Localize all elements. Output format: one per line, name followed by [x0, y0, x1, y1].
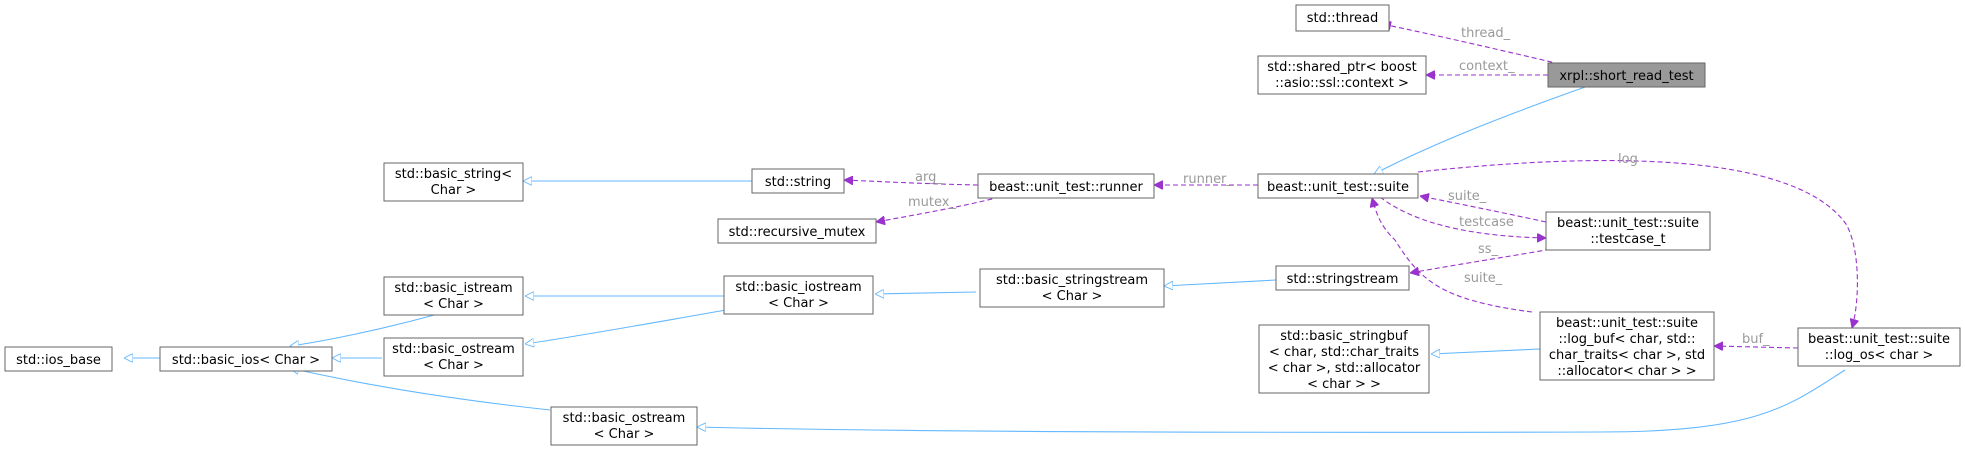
node-ios-base[interactable]: std::ios_base	[4, 346, 113, 372]
edge-runner-string	[844, 180, 979, 186]
node-label: std::basic_stringstream	[996, 273, 1148, 288]
edge-label-runner: runner_	[1183, 172, 1233, 187]
edge-iostream-ostream	[525, 309, 727, 344]
edge-label-mutex: mutex_	[908, 195, 956, 210]
node-label: < Char >	[1042, 289, 1103, 304]
node-label: < char, std::char_traits	[1269, 345, 1419, 360]
edge-label-ss: ss_	[1478, 242, 1499, 257]
node-label: beast::unit_test::suite	[1267, 180, 1409, 195]
node-label: < Char >	[768, 296, 829, 311]
edge-thread	[1382, 24, 1561, 65]
edge-basic-stringstream-iostream	[875, 292, 977, 294]
edge-label-suite-lower: suite_	[1464, 271, 1503, 286]
node-label: ::asio::ssl::context >	[1275, 76, 1409, 91]
edge-ostream-bottom-basic-ios	[290, 368, 551, 411]
node-basic-ios[interactable]: std::basic_ios< Char >	[159, 346, 333, 372]
edge-log-buf-suite	[1372, 198, 1533, 313]
node-label: char_traits< char >, std	[1549, 348, 1705, 363]
edge-testcase-stringstream	[1410, 247, 1559, 273]
edge-stringstream-basic-stringstream	[1164, 279, 1277, 286]
node-log-os[interactable]: beast::unit_test::suite ::log_os< char >	[1797, 327, 1961, 367]
node-ssl-context[interactable]: std::shared_ptr< boost ::asio::ssl::cont…	[1257, 55, 1427, 95]
node-label: std::basic_ostream	[392, 342, 515, 357]
node-label: Char >	[431, 183, 477, 198]
node-label: < Char >	[423, 297, 484, 312]
node-basic-stringbuf[interactable]: std::basic_stringbuf < char, std::char_t…	[1258, 324, 1430, 394]
nodes: std::thread std::shared_ptr< boost ::asi…	[4, 4, 1961, 446]
node-label: beast::unit_test::suite	[1808, 332, 1950, 347]
node-label: std::stringstream	[1287, 272, 1399, 287]
node-label: beast::unit_test::suite	[1556, 316, 1698, 331]
edge-label-arg: arg_	[915, 170, 943, 185]
node-stringstream[interactable]: std::stringstream	[1275, 265, 1410, 291]
node-basic-string[interactable]: std::basic_string< Char >	[383, 162, 524, 202]
node-testcase-t[interactable]: beast::unit_test::suite ::testcase_t	[1545, 211, 1711, 251]
node-basic-istream[interactable]: std::basic_istream < Char >	[383, 276, 524, 316]
node-label: < char >, std::allocator	[1268, 361, 1421, 376]
node-label: < Char >	[423, 358, 484, 373]
node-string[interactable]: std::string	[751, 168, 845, 194]
node-suite[interactable]: beast::unit_test::suite	[1257, 173, 1419, 199]
node-label: ::log_buf< char, std::	[1558, 332, 1695, 347]
node-basic-ostream-mid[interactable]: std::basic_ostream < Char >	[383, 337, 524, 377]
edge-label-buf: buf_	[1742, 332, 1770, 347]
node-recursive-mutex[interactable]: std::recursive_mutex	[717, 218, 877, 244]
node-basic-stringstream[interactable]: std::basic_stringstream < Char >	[979, 268, 1165, 308]
node-label: ::log_os< char >	[1825, 348, 1934, 363]
node-label: std::ios_base	[16, 353, 101, 368]
node-log-buf[interactable]: beast::unit_test::suite ::log_buf< char,…	[1539, 311, 1715, 381]
node-label: std::string	[765, 175, 831, 190]
node-label: ::testcase_t	[1590, 232, 1665, 247]
edge-testcase-suite	[1420, 196, 1547, 223]
edge-label-suite-upper: suite_	[1448, 189, 1487, 204]
node-label: < char > >	[1307, 377, 1381, 392]
node-label: < Char >	[594, 427, 655, 442]
node-std-thread[interactable]: std::thread	[1295, 4, 1390, 32]
node-label: std::basic_ios< Char >	[172, 353, 320, 368]
edge-label-thread: thread_	[1461, 26, 1511, 41]
node-label: std::thread	[1307, 11, 1379, 26]
edge-label-testcase: testcase	[1459, 215, 1514, 230]
node-basic-iostream[interactable]: std::basic_iostream < Char >	[723, 275, 874, 315]
node-short-read-test[interactable]: xrpl::short_read_test	[1547, 62, 1706, 88]
edge-log-os-ostream-bottom	[697, 369, 1846, 433]
edge-suite-testcase	[1379, 196, 1546, 238]
edge-istream-basic-ios	[290, 313, 439, 346]
node-basic-ostream-bottom[interactable]: std::basic_ostream < Char >	[550, 406, 698, 446]
node-label: std::recursive_mutex	[729, 225, 866, 240]
node-label: std::basic_string<	[395, 167, 512, 182]
edge-label-log: log	[1618, 152, 1638, 167]
node-label: std::basic_stringbuf	[1280, 329, 1408, 344]
edge-labels: thread_ context_ arg_ mutex_ runner_ log…	[908, 26, 1770, 347]
edge-short-read-test-suite	[1374, 85, 1589, 175]
edge-log-os-log-buf	[1714, 346, 1799, 348]
node-label: std::shared_ptr< boost	[1267, 60, 1416, 75]
node-label: std::basic_ostream	[563, 411, 686, 426]
node-label: xrpl::short_read_test	[1559, 69, 1693, 84]
edge-log-buf-stringbuf	[1431, 348, 1541, 354]
node-label: std::basic_iostream	[735, 280, 861, 295]
node-label: std::basic_istream	[394, 281, 512, 296]
edge-suite-log-os	[1417, 159, 1857, 328]
node-runner[interactable]: beast::unit_test::runner	[977, 173, 1155, 199]
edge-label-context: context_	[1459, 59, 1515, 74]
edges	[124, 24, 1857, 433]
node-label: beast::unit_test::suite	[1557, 216, 1699, 231]
node-label: beast::unit_test::runner	[989, 180, 1143, 195]
node-label: ::allocator< char > >	[1557, 364, 1696, 379]
